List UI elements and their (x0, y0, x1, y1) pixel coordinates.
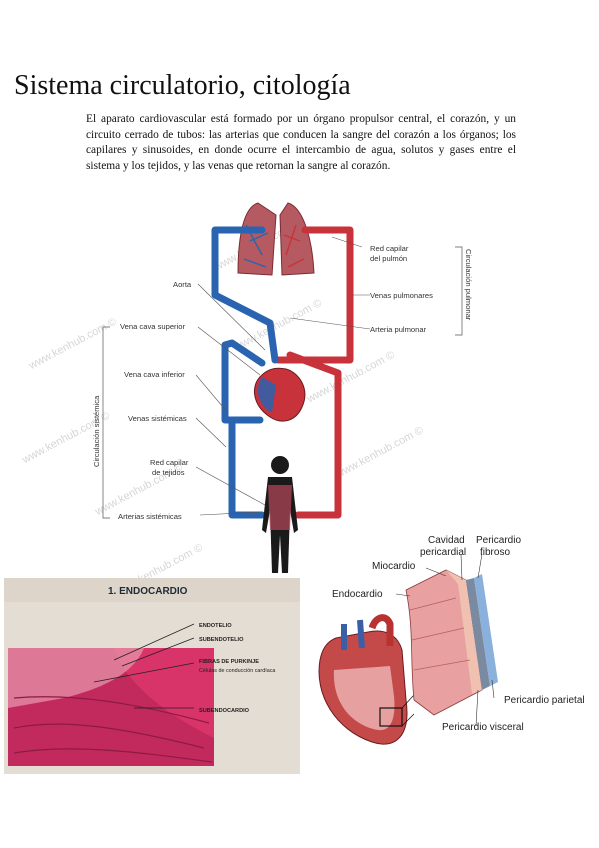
pulmonary-artery (211, 226, 279, 364)
label-pericardio-visceral: Pericardio visceral (442, 722, 524, 733)
label-circulacion-pulmonar: Circulación pulmonar (464, 249, 473, 321)
pulmonary-vein (274, 226, 354, 364)
label-arterias-sistemicas: Arterias sistémicas (118, 512, 182, 521)
watermark: www.kenhub.com © (333, 424, 425, 481)
label-vena-cava-inferior: Vena cava inferior (124, 370, 185, 379)
intro-line: El aparato cardiovascular está formado p… (86, 113, 516, 125)
watermark: www.kenhub.com © (231, 297, 323, 354)
circulation-diagram: www.kenhub.com © www.kenhub.com © www.ke… (19, 202, 473, 580)
label-red-capilar-tejidos: Red capilar (150, 458, 189, 467)
heart-wall-layers (405, 569, 498, 716)
label-subendotelio: SUBENDOTELIO (199, 637, 244, 643)
label-pericardio-fibroso: Pericardio (476, 535, 521, 546)
label-aorta: Aorta (173, 280, 192, 289)
watermark: www.kenhub.com © (26, 316, 118, 373)
label-red-capilar-pulmon: Red capilar (370, 244, 409, 253)
systemic-artery (286, 351, 342, 519)
watermark: www.kenhub.com © (112, 542, 204, 580)
intro-line: el sistema y los tejidos, y las venas qu… (86, 144, 516, 172)
heart-small (254, 367, 306, 422)
intro-line: circuito cerrado de tubos: las arterias … (86, 128, 499, 141)
label-venas-pulmonares: Venas pulmonares (370, 291, 433, 300)
label-subendocardio: SUBENDOCARDIO (199, 708, 250, 714)
label-miocardio: Miocardio (372, 561, 416, 572)
heart-wall-panel: Miocardio Cavidad pericardial Pericardio… (306, 520, 599, 750)
histology-title: 1. ENDOCARDIO (108, 586, 188, 597)
histology-panel: ENDOTELIO SUBENDOTELIO FIBRAS DE PURKINJ… (4, 578, 300, 774)
human-silhouette (262, 456, 298, 573)
intro-paragraph: El aparato cardiovascular está formado p… (86, 112, 516, 174)
label-pericardio-fibroso: fibroso (480, 547, 510, 558)
label-red-capilar-pulmon: del pulmón (370, 254, 407, 263)
label-pericardio-parietal: Pericardio parietal (504, 695, 585, 706)
label-vena-cava-superior: Vena cava superior (120, 322, 185, 331)
heart-illustration (318, 614, 415, 745)
label-arteria-pulmonar: Arteria pulmonar (370, 325, 427, 334)
label-cavidad: pericardial (420, 547, 466, 558)
page-title: Sistema circulatorio, citología (14, 70, 351, 101)
lungs (237, 202, 315, 276)
label-endocardio: Endocardio (332, 589, 383, 600)
label-celulas-conduccion: Células de conducción cardíaca (199, 668, 275, 674)
label-red-capilar-tejidos: de tejidos (152, 468, 185, 477)
label-cavidad: Cavidad (428, 535, 465, 546)
label-fibras-purkinje: FIBRAS DE PURKINJE (199, 659, 259, 665)
label-endotelio: ENDOTELIO (199, 623, 232, 629)
label-circulacion-sistemica: Circulación sistémica (92, 395, 101, 467)
vena-cava (221, 339, 266, 519)
label-venas-sistemicas: Venas sistémicas (128, 414, 187, 423)
intro-line: los capilares y sinusoides, en donde ocu… (86, 128, 516, 157)
